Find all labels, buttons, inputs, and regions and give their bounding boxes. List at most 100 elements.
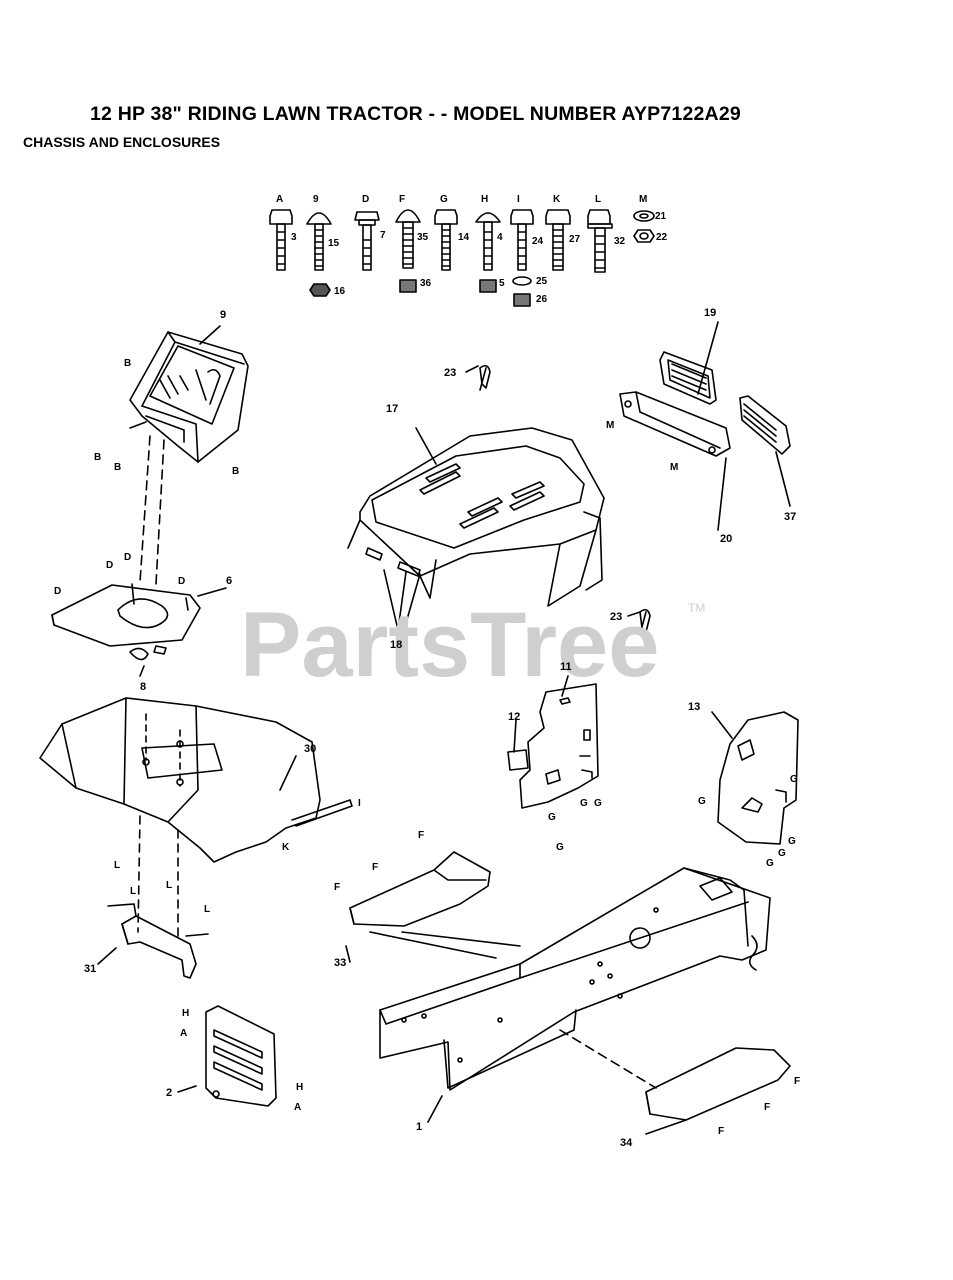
hardware-part-8: 32 xyxy=(614,236,626,247)
hardware-letter-1: 9 xyxy=(313,194,319,205)
flag-h-2: H xyxy=(296,1082,303,1093)
hardware-bolt-l xyxy=(587,209,613,273)
flag-b-2: B xyxy=(94,452,101,463)
flag-g-1: G xyxy=(580,798,588,809)
hardware-letter-0: A xyxy=(276,194,283,205)
hardware-washer-m xyxy=(633,210,655,243)
flag-g-5: G xyxy=(790,774,798,785)
hardware-letter-7: K xyxy=(553,194,561,205)
hardware-nut-1: 16 xyxy=(334,286,346,297)
hardware-part-5: 4 xyxy=(497,232,503,243)
flag-d-1: D xyxy=(54,586,61,597)
flag-l-1: L xyxy=(114,860,120,871)
hardware-part-1: 15 xyxy=(328,238,340,249)
main-frame xyxy=(379,867,771,1091)
page-subtitle: CHASSIS AND ENCLOSURES xyxy=(23,134,221,150)
hair-pin-upper xyxy=(479,364,491,391)
hardware-bolt-f xyxy=(395,209,421,293)
hair-pin-lower xyxy=(639,608,651,635)
flag-g-7: G xyxy=(788,836,796,847)
flag-f-3: F xyxy=(334,882,340,893)
grille-bracket xyxy=(619,391,731,457)
callout-34: 34 xyxy=(620,1137,633,1149)
callout-23-lower: 23 xyxy=(610,611,622,623)
callout-20: 20 xyxy=(720,533,732,545)
footrest-left xyxy=(349,851,491,927)
flag-g-8: G xyxy=(778,848,786,859)
callout-13: 13 xyxy=(688,701,700,713)
flag-m-1: M xyxy=(606,420,614,431)
hardware-bolt-9 xyxy=(306,212,332,297)
hardware-nut-3: 36 xyxy=(420,278,432,289)
callout-30: 30 xyxy=(304,743,316,755)
hardware-letter-4: G xyxy=(440,194,448,205)
callout-37: 37 xyxy=(784,511,796,523)
page-title: 12 HP 38" RIDING LAWN TRACTOR - - MODEL … xyxy=(90,103,741,125)
hardware-nut-6: 26 xyxy=(536,294,548,305)
flag-f-5: F xyxy=(764,1102,770,1113)
hardware-bolt-i xyxy=(510,209,534,307)
flag-d-4: D xyxy=(178,576,185,587)
flag-g-6: G xyxy=(698,796,706,807)
callout-33: 33 xyxy=(334,957,346,969)
decal-panel xyxy=(507,749,529,771)
hardware-part-7: 27 xyxy=(569,234,581,245)
callout-6: 6 xyxy=(226,575,232,587)
hardware-letter-9: M xyxy=(639,194,647,205)
hardware-washer-6: 25 xyxy=(536,276,548,287)
flag-d-3: D xyxy=(124,552,131,563)
callout-18: 18 xyxy=(390,639,402,651)
flag-f-1: F xyxy=(418,830,424,841)
hardware-part-4: 14 xyxy=(458,232,470,243)
flag-m-2: M xyxy=(670,462,678,473)
flag-i: I xyxy=(358,798,361,809)
grille-insert xyxy=(659,351,717,405)
flag-f-4: F xyxy=(794,1076,800,1087)
flag-g-9: G xyxy=(766,858,774,869)
hardware-bolt-k xyxy=(545,209,571,271)
floor-plate xyxy=(51,583,201,661)
hardware-nut-9: 22 xyxy=(656,232,668,243)
hardware-letter-3: F xyxy=(399,194,405,205)
flag-l-4: L xyxy=(204,904,210,915)
callout-23-upper: 23 xyxy=(444,367,456,379)
flag-b-4: B xyxy=(232,466,239,477)
hardware-part-6: 24 xyxy=(532,236,544,247)
hardware-part-0: 3 xyxy=(291,232,297,243)
callout-11: 11 xyxy=(560,661,572,673)
callout-2: 2 xyxy=(166,1087,172,1099)
hood xyxy=(347,427,605,607)
rear-panel xyxy=(205,1005,277,1107)
flag-f-2: F xyxy=(372,862,378,873)
flag-g-2: G xyxy=(594,798,602,809)
hardware-nut-5: 5 xyxy=(499,278,505,289)
flag-g-3: G xyxy=(548,812,556,823)
side-panel-right xyxy=(717,711,799,845)
flag-g-4: G xyxy=(556,842,564,853)
dash-panel xyxy=(129,331,249,463)
flag-a-1: A xyxy=(180,1028,187,1039)
callout-31: 31 xyxy=(84,963,96,975)
callout-9: 9 xyxy=(220,309,226,321)
flag-l-3: L xyxy=(166,880,172,891)
flag-h-1: H xyxy=(182,1008,189,1019)
footrest-right xyxy=(645,1047,791,1121)
hardware-bolt-a xyxy=(269,209,293,271)
grille-right xyxy=(739,395,791,455)
watermark-tm: TM xyxy=(688,601,705,615)
callout-17: 17 xyxy=(386,403,398,415)
fender-bracket xyxy=(107,903,209,979)
flag-b-3: B xyxy=(114,462,121,473)
flag-a-2: A xyxy=(294,1102,301,1113)
callout-8: 8 xyxy=(140,681,146,693)
hardware-part-2: 7 xyxy=(380,230,386,241)
steering-column xyxy=(139,435,165,585)
callout-1: 1 xyxy=(416,1121,422,1133)
flag-k: K xyxy=(282,842,290,853)
hardware-part-3: 35 xyxy=(417,232,429,243)
watermark-text: PartsTree xyxy=(240,594,659,696)
flag-f-6: F xyxy=(718,1126,724,1137)
side-panel-left xyxy=(519,683,599,809)
hardware-bolt-g xyxy=(434,209,458,271)
